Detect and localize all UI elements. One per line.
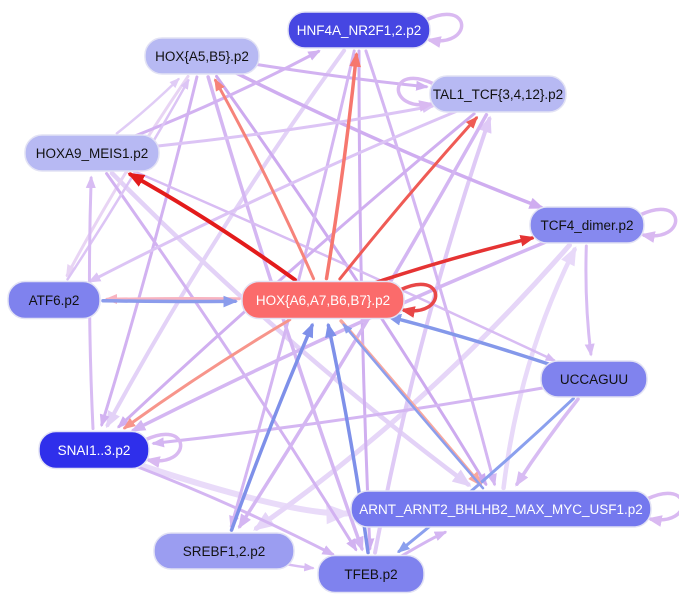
node-box-srebf[interactable] <box>153 532 295 570</box>
edge-hox67-atf6 <box>104 294 241 305</box>
node-label-tfeb: TFEB.p2 <box>344 567 397 582</box>
node-hoxa5[interactable]: HOX{A5,B5}.p2 <box>144 37 260 75</box>
edge-arnt-tcf4 <box>501 246 577 491</box>
node-atf6[interactable]: ATF6.p2 <box>7 280 101 320</box>
edge-hoxa5-snai <box>99 75 199 428</box>
self-loop-tcf4 <box>639 207 678 243</box>
edge-ucc-tfeb <box>397 397 575 554</box>
edge-tcf4-ucc <box>584 244 595 357</box>
node-hoxa9[interactable]: HOXA9_MEIS1.p2 <box>24 134 160 172</box>
self-loop-hnf4a <box>425 12 464 48</box>
edge-hox67-tal1 <box>338 116 479 281</box>
node-label-tcf4: TCF4_dimer.p2 <box>540 218 633 233</box>
edge-hox67-hoxa9 <box>127 172 297 282</box>
node-label-snai: SNAI1..3.p2 <box>58 443 131 458</box>
node-box-snai[interactable] <box>38 430 150 470</box>
edge-hoxa5-arnt <box>215 74 488 487</box>
node-hox67[interactable]: HOX{A6,A7,B6,B7}.p2 <box>241 280 438 320</box>
edge-atf6-hox67 <box>101 295 239 308</box>
node-ucc[interactable]: UCCAGUU <box>540 360 648 398</box>
node-box-tcf4[interactable] <box>529 206 645 244</box>
edge-hnf4a-arnt <box>364 49 497 487</box>
node-tfeb[interactable]: TFEB.p2 <box>317 554 425 594</box>
node-tcf4[interactable]: TCF4_dimer.p2 <box>529 206 678 244</box>
self-loop-arnt <box>646 491 679 527</box>
edge-hoxa9-hoxa5 <box>115 77 180 135</box>
edge-hoxa5-atf6 <box>65 74 190 278</box>
edge-tal1-snai <box>117 112 476 429</box>
edge-hox67-tcf4 <box>372 234 536 285</box>
node-label-hnf4a: HNF4A_NR2F1,2.p2 <box>297 23 422 38</box>
node-box-ucc[interactable] <box>540 360 648 398</box>
node-label-hox67: HOX{A6,A7,B6,B7}.p2 <box>256 293 390 308</box>
edge-hnf4a-snai <box>105 48 347 429</box>
node-label-hoxa5: HOX{A5,B5}.p2 <box>155 49 249 64</box>
node-box-tfeb[interactable] <box>317 554 425 594</box>
edge-hoxa9-hnf4a <box>132 49 321 138</box>
self-loop-tal1 <box>396 76 435 112</box>
node-tal1[interactable]: TAL1_TCF{3,4,12}.p2 <box>396 75 567 113</box>
node-label-atf6: ATF6.p2 <box>29 293 80 308</box>
node-arnt[interactable]: ARNT_ARNT2_BHLHB2_MAX_MYC_USF1.p2 <box>350 490 679 528</box>
edge-arnt-hox67 <box>342 323 485 490</box>
edge-hox67-snai <box>122 318 292 430</box>
node-box-hoxa9[interactable] <box>24 134 160 172</box>
edge-tal1-srebf <box>237 112 489 530</box>
node-box-hoxa5[interactable] <box>144 37 260 75</box>
node-snai[interactable]: SNAI1..3.p2 <box>38 430 183 470</box>
edge-hox67-hnf4a <box>324 52 362 281</box>
node-srebf[interactable]: SREBF1,2.p2 <box>153 532 295 570</box>
edge-hoxa9-tal1 <box>156 103 435 148</box>
edge-tcf4-srebf <box>253 242 572 531</box>
edge-hoxa9-ucc <box>130 169 556 362</box>
node-label-ucc: UCCAGUU <box>560 372 628 387</box>
self-loop-hox67 <box>399 282 438 318</box>
node-box-tal1[interactable] <box>429 75 567 113</box>
edge-ucc-arnt <box>515 397 580 487</box>
node-box-atf6[interactable] <box>7 280 101 320</box>
node-label-srebf: SREBF1,2.p2 <box>183 544 266 559</box>
node-box-hox67[interactable] <box>241 280 405 320</box>
edge-hoxa5-tal1 <box>255 63 429 91</box>
edge-hoxa5-tcf4 <box>234 71 545 210</box>
node-label-tal1: TAL1_TCF{3,4,12}.p2 <box>433 87 563 102</box>
edge-hoxa9-arnt <box>109 170 472 487</box>
edge-srebf-hox67 <box>229 322 314 532</box>
node-label-arnt: ARNT_ARNT2_BHLHB2_MAX_MYC_USF1.p2 <box>359 502 643 517</box>
edge-snai-tfeb <box>132 464 335 556</box>
node-label-hoxa9: HOXA9_MEIS1.p2 <box>36 146 149 161</box>
node-box-hnf4a[interactable] <box>287 11 431 49</box>
self-loop-snai <box>144 432 183 468</box>
edge-hox67-hoxa5 <box>213 78 316 281</box>
node-box-arnt[interactable] <box>350 490 652 528</box>
edge-tcf4-snai <box>130 239 550 433</box>
edge-ucc-hox67 <box>386 313 554 367</box>
edge-hoxa9-tfeb <box>105 172 358 552</box>
node-hnf4a[interactable]: HNF4A_NR2F1,2.p2 <box>287 11 464 49</box>
